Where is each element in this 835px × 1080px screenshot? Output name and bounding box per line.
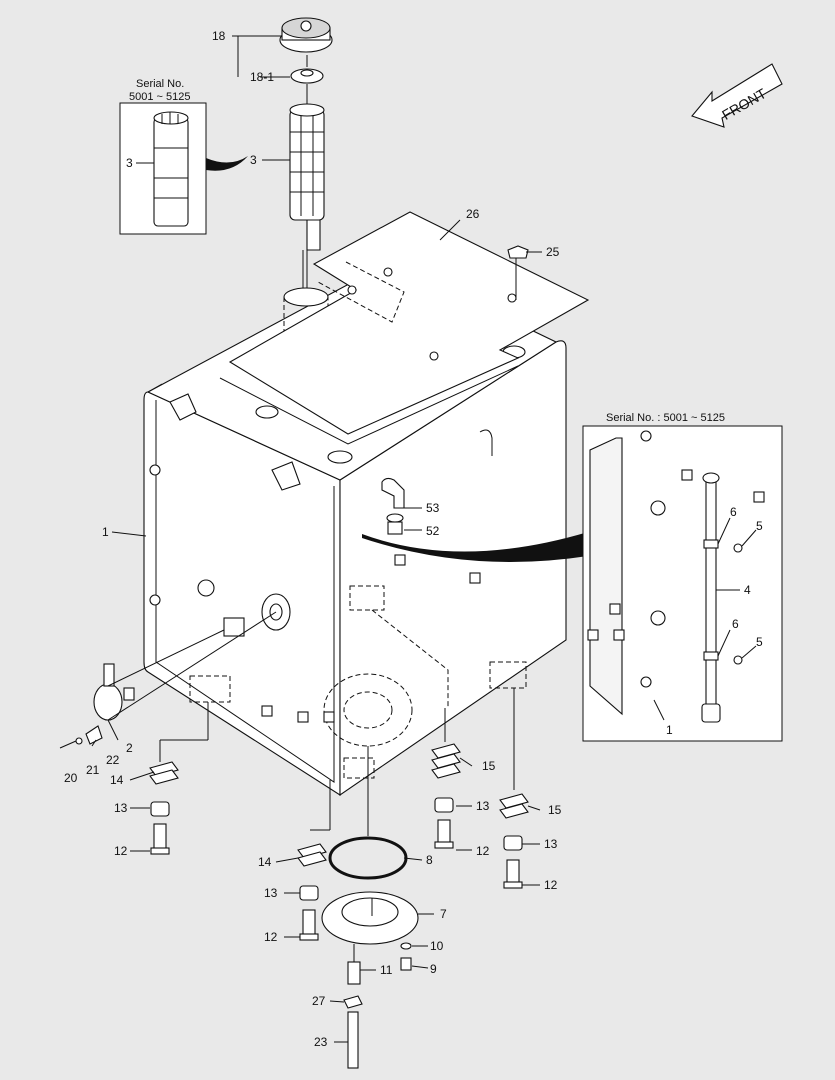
callout-inset-6-upper: 6 [730, 505, 737, 519]
callout-18: 18 [212, 29, 226, 43]
cap-adapter [290, 68, 324, 84]
callout-15-right: 15 [548, 803, 562, 817]
suction-strainer [289, 103, 325, 251]
callout-12-left: 12 [114, 844, 128, 858]
clip-27 [343, 995, 363, 1009]
callout-13-center: 13 [476, 799, 490, 813]
o-ring [328, 836, 408, 880]
mount-right [499, 688, 529, 889]
bolt-25 [507, 245, 529, 300]
elbow-fitting [381, 477, 405, 509]
connector-fitting [386, 513, 404, 535]
callout-53: 53 [426, 501, 440, 515]
washer-10 [400, 942, 412, 950]
inset-serial-right: Serial No. : 5001 ~ 5125 [582, 412, 783, 742]
bottom-cover [321, 891, 419, 945]
callout-inset-4: 4 [744, 583, 751, 597]
front-direction-arrow: FRONT [691, 63, 783, 128]
callout-27: 27 [312, 994, 326, 1008]
drain-pipe-23 [347, 1011, 359, 1069]
inset-pointer-left [206, 156, 248, 171]
callout-inset-5-upper: 5 [756, 519, 763, 533]
callout-3: 3 [250, 153, 257, 167]
callout-14-left: 14 [110, 773, 124, 787]
callout-1: 1 [102, 525, 109, 539]
drain-plug-11 [347, 944, 361, 985]
strainer-variant-part [153, 111, 189, 227]
callout-26: 26 [466, 207, 480, 221]
callout-labels: 18 18-1 3 26 25 1 53 52 2 22 21 20 14 13… [64, 29, 763, 1049]
callout-52: 52 [426, 524, 440, 538]
callout-inset-6-lower: 6 [732, 617, 739, 631]
callout-15-center: 15 [482, 759, 496, 773]
callout-12-center: 12 [476, 844, 490, 858]
callout-9: 9 [430, 962, 437, 976]
callout-8: 8 [426, 853, 433, 867]
inset-left-caption-line2: 5001 ~ 5125 [129, 91, 190, 103]
cover-plate [219, 211, 590, 445]
level-sensor [59, 611, 277, 749]
callout-25: 25 [546, 245, 560, 259]
callout-11: 11 [380, 963, 393, 977]
pipe-4 [701, 472, 721, 723]
callout-inset-1: 1 [666, 723, 673, 737]
callout-inset-5-lower: 5 [756, 635, 763, 649]
bolt-9 [400, 957, 412, 971]
callout-7: 7 [440, 907, 447, 921]
inset-right-caption: Serial No. : 5001 ~ 5125 [606, 412, 725, 424]
filler-cap [279, 17, 333, 53]
callout-13-right: 13 [544, 837, 558, 851]
callout-20: 20 [64, 771, 78, 785]
callout-14-center: 14 [258, 855, 272, 869]
callout-12-bottom: 12 [264, 930, 278, 944]
inset-serial-left: Serial No. 5001 ~ 5125 3 [119, 78, 207, 235]
inset-pointer-right [362, 532, 588, 562]
mount-left [149, 702, 209, 855]
callout-22: 22 [106, 753, 120, 767]
callout-13-bottom: 13 [264, 886, 278, 900]
callout-10: 10 [430, 939, 444, 953]
inset-left-caption-line1: Serial No. [136, 78, 184, 90]
bolt-5 [733, 543, 743, 665]
hydraulic-tank [143, 261, 567, 797]
callout-23: 23 [314, 1035, 328, 1049]
callout-12-right: 12 [544, 878, 558, 892]
callout-13-left: 13 [114, 801, 128, 815]
mount-center-right [431, 708, 461, 849]
callout-18-1: 18-1 [250, 70, 274, 84]
mount-center-left [297, 780, 331, 941]
inset-left-part-label: 3 [126, 156, 133, 170]
callout-2: 2 [126, 741, 133, 755]
leader-lines [91, 35, 757, 1043]
callout-21: 21 [86, 763, 100, 777]
